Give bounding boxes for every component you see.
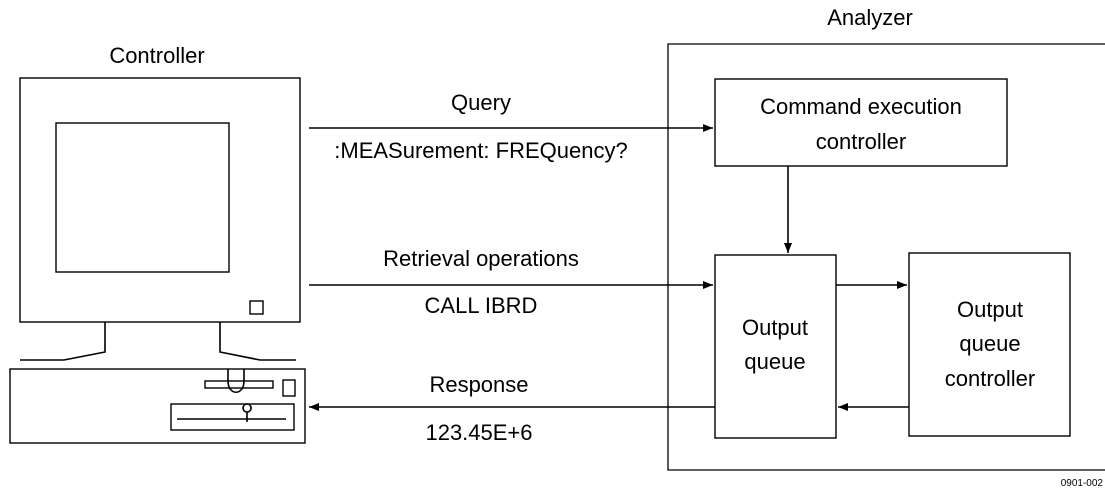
disk-latch [227, 369, 245, 394]
analyzer-title: Analyzer [827, 5, 913, 30]
command-execution-label-line2: controller [816, 129, 906, 154]
monitor-power-button [249, 300, 264, 315]
command-execution-controller-block [714, 78, 1008, 167]
output-queue-controller-line3: controller [945, 366, 1035, 391]
drive-bay-upper [204, 380, 274, 389]
monitor-screen [55, 122, 230, 273]
output-queue-controller-line1: Output [957, 297, 1023, 322]
figure-id: 0901-002 [1061, 478, 1104, 489]
analyzer-frame [667, 43, 1105, 471]
disk-lever [242, 403, 252, 422]
output-queue-block [714, 254, 837, 439]
query-label: Query [451, 90, 511, 115]
output-queue-controller-block [908, 252, 1071, 437]
computer-icon [9, 77, 306, 444]
retrieval-label: Retrieval operations [383, 246, 579, 271]
response-value: 123.45E+6 [425, 420, 532, 445]
query-command: :MEASurement: FREQuency? [334, 138, 627, 163]
controller-title: Controller [109, 43, 204, 68]
monitor-stand [20, 322, 296, 361]
output-queue-label-line1: Output [742, 315, 808, 340]
output-queue-controller-line2: queue [959, 331, 1020, 356]
output-queue-label-line2: queue [744, 349, 805, 374]
drive-bay-lower [170, 403, 295, 431]
command-execution-label-line1: Command execution [760, 94, 962, 119]
retrieval-command: CALL IBRD [425, 293, 538, 318]
drive-slot-button [282, 379, 296, 397]
response-label: Response [429, 372, 528, 397]
